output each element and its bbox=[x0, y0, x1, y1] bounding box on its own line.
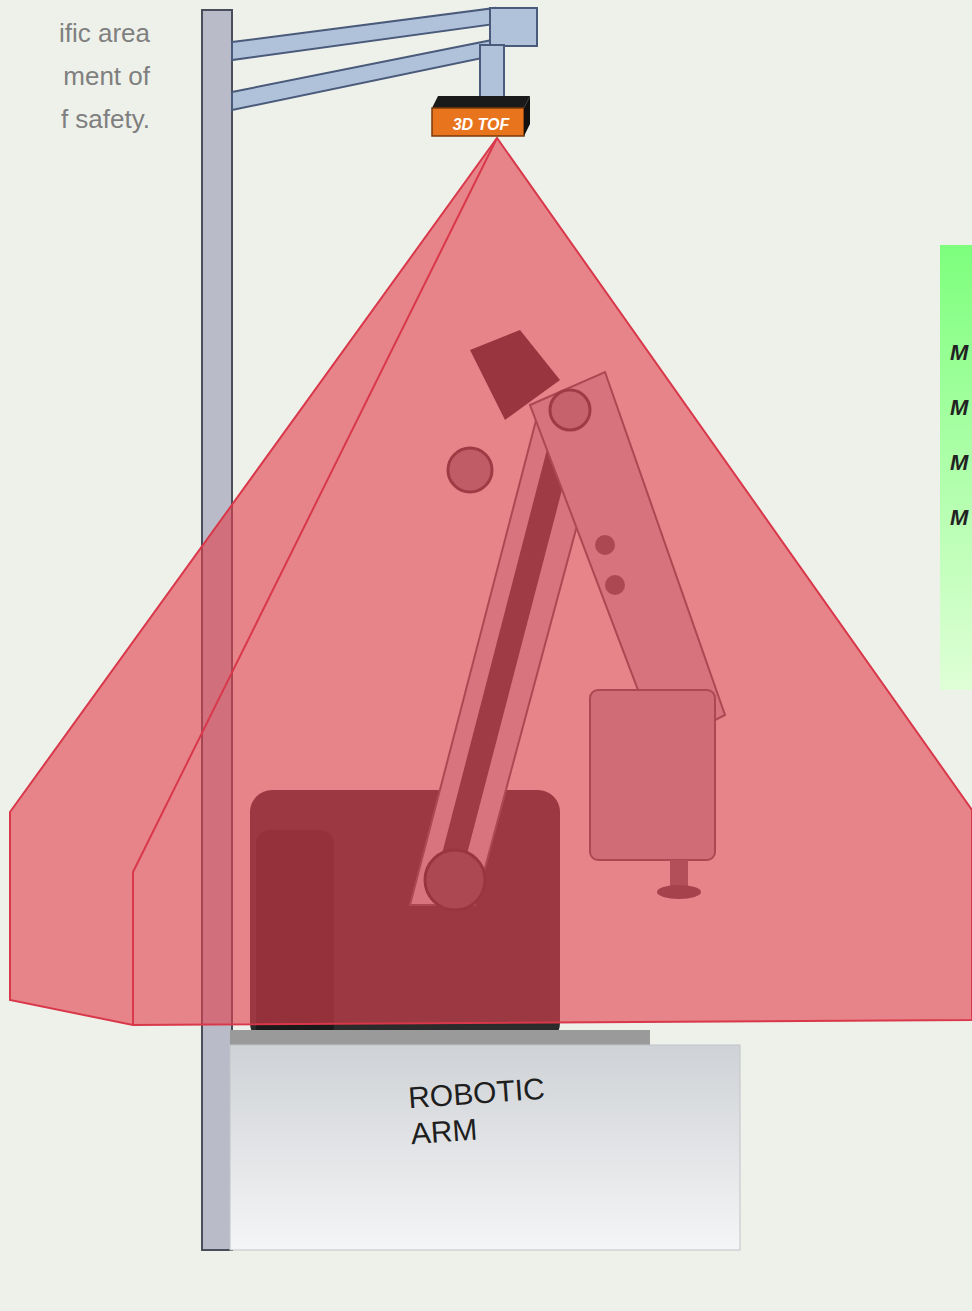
info-panel: MMMM bbox=[940, 245, 972, 690]
sensor-box: 3D TOF bbox=[430, 94, 532, 138]
base-label-box: ROBOTIC ARM bbox=[407, 1070, 563, 1170]
text-fragment: ific area bbox=[59, 18, 150, 49]
robot-base-box bbox=[230, 1045, 740, 1250]
panel-item: M bbox=[950, 395, 972, 450]
part-name: ROBOTIC ARM bbox=[407, 1071, 552, 1153]
text-fragment: ment of bbox=[63, 61, 150, 92]
panel-item: M bbox=[950, 340, 972, 395]
text-fragment: f safety. bbox=[61, 104, 150, 135]
detection-volume bbox=[10, 138, 972, 1025]
sensor-label: 3D TOF bbox=[453, 116, 510, 134]
panel-item: M bbox=[950, 505, 972, 560]
bracket-joint bbox=[490, 8, 537, 46]
panel-item: M bbox=[950, 450, 972, 505]
sensor-mount bbox=[480, 45, 504, 97]
